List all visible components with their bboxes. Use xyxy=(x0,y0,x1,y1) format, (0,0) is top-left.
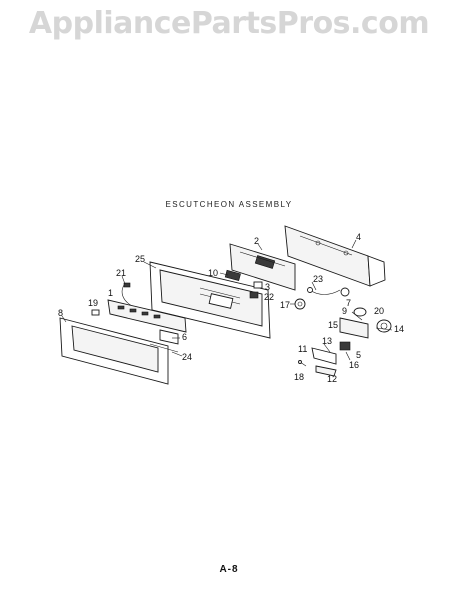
callout-3: 3 xyxy=(265,282,270,292)
callout-2: 2 xyxy=(254,236,259,246)
part-2-control-board xyxy=(229,243,296,291)
callout-16: 16 xyxy=(349,360,359,370)
part-17-knob xyxy=(294,298,306,310)
callout-12: 12 xyxy=(327,374,337,384)
part-16-spring xyxy=(345,351,351,361)
callout-6: 6 xyxy=(182,332,187,342)
part-19-spacer xyxy=(91,309,100,316)
part-18-screw xyxy=(298,360,307,367)
part-1-membrane-switch xyxy=(107,299,187,333)
part-20-cap xyxy=(353,307,367,317)
part-21-ribbon xyxy=(121,282,133,307)
part-10-switch xyxy=(224,269,241,282)
callout-20: 20 xyxy=(374,306,384,316)
callout-14: 14 xyxy=(394,324,404,334)
part-5-latch xyxy=(339,341,351,351)
part-13-pin xyxy=(323,343,331,353)
part-24-trim xyxy=(149,343,179,353)
part-22-knob xyxy=(249,291,259,299)
callout-15: 15 xyxy=(328,320,338,330)
callout-13: 13 xyxy=(322,336,332,346)
part-6-insert xyxy=(159,329,179,345)
part-14-motor xyxy=(376,319,392,333)
callout-7: 7 xyxy=(346,298,351,308)
callout-10: 10 xyxy=(208,268,218,278)
callout-5: 5 xyxy=(356,350,361,360)
part-11-handle xyxy=(311,347,337,365)
callout-19: 19 xyxy=(88,298,98,308)
part-7-lamp xyxy=(340,287,350,297)
part-12-handle-base xyxy=(315,365,337,377)
leader-lines xyxy=(61,239,393,357)
callout-4: 4 xyxy=(356,232,361,242)
callout-21: 21 xyxy=(116,268,126,278)
page-number: A-8 xyxy=(219,564,239,575)
part-23-wire-harness xyxy=(307,287,341,295)
callout-25: 25 xyxy=(135,254,145,264)
callout-1: 1 xyxy=(108,288,113,298)
watermark: AppliancePartsPros.com xyxy=(28,6,430,41)
callout-labels: 2 4 25 21 10 3 22 23 7 17 1 19 8 6 24 9 … xyxy=(58,232,404,384)
callout-11: 11 xyxy=(298,344,307,354)
part-4-bracket xyxy=(284,225,386,287)
callout-24: 24 xyxy=(182,352,192,362)
callout-17: 17 xyxy=(280,300,290,310)
callout-18: 18 xyxy=(294,372,304,382)
part-3-clip xyxy=(253,281,263,289)
callout-9: 9 xyxy=(342,306,347,316)
part-8-escutcheon-frame xyxy=(59,317,169,385)
callout-8: 8 xyxy=(58,308,63,318)
callout-22: 22 xyxy=(264,292,274,302)
part-15-switch-housing xyxy=(339,317,369,339)
part-9-lever xyxy=(351,311,363,321)
callout-23: 23 xyxy=(313,274,323,284)
diagram-title: ESCUTCHEON ASSEMBLY xyxy=(165,200,293,209)
part-25-main-panel xyxy=(149,261,271,339)
